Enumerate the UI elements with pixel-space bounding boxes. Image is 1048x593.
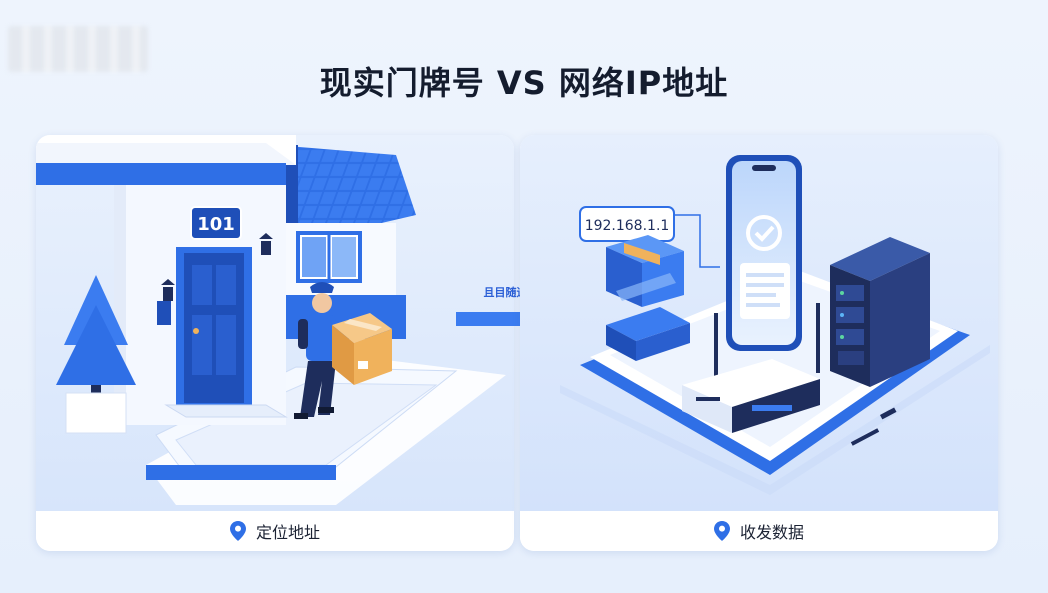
courier-person <box>294 282 336 419</box>
location-pin-icon <box>229 521 246 541</box>
right-caption-text: 收发数据 <box>739 523 804 542</box>
right-caption: 收发数据 <box>520 511 998 551</box>
ip-address-tag: 192.168.1.1 <box>579 206 720 268</box>
right-panel-network: 192.168.1.1 <box>520 135 998 551</box>
left-caption-text: 定位地址 <box>255 523 320 542</box>
left-caption: 定位地址 <box>36 511 514 551</box>
left-panel-house: 101 <box>36 135 514 551</box>
page-title: 现实门牌号 VS 网络IP地址 <box>319 64 729 102</box>
roof-tiles <box>276 145 416 245</box>
server-rack-icon <box>830 237 930 387</box>
wall-lamp-icon <box>259 233 273 255</box>
pine-tree-icon <box>56 275 136 434</box>
blurred-logo <box>8 26 148 72</box>
network-scene: 192.168.1.1 <box>520 135 998 511</box>
house-number: 101 <box>197 214 235 235</box>
smartphone-icon <box>726 155 802 351</box>
checkmark-icon <box>746 215 782 251</box>
wifi-router-icon <box>682 303 820 433</box>
location-pin-icon <box>713 521 730 541</box>
ip-address: 192.168.1.1 <box>585 218 670 234</box>
data-package-cube-icon <box>606 235 690 361</box>
house-number-plate <box>190 206 242 240</box>
house-scene: 101 <box>36 135 514 511</box>
package-box-icon <box>332 313 392 385</box>
